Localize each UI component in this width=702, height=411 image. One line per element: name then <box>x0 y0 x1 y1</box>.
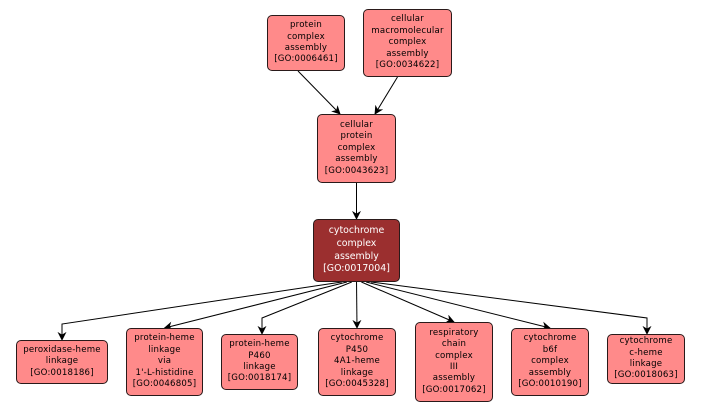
edge-GO0034622-to-GO0043623 <box>374 76 398 115</box>
node-label-line: complex <box>337 142 376 153</box>
node-label-line: linkage <box>243 362 276 372</box>
edge-GO0006461-to-GO0043623 <box>297 70 341 115</box>
node-label-line: via <box>157 356 172 367</box>
node-label-line: c-heme <box>629 347 663 358</box>
node-label-line: complex <box>531 356 569 367</box>
edge-GO0017004-to-GO0046805 <box>163 281 348 331</box>
node-label-line: [GO:0018186] <box>30 367 94 378</box>
edge-GO0017004-to-GO0018186 <box>57 281 342 341</box>
node-label-line: [GO:0018063] <box>614 370 678 381</box>
node-label-line: [GO:0046805] <box>132 379 197 390</box>
node-label-line: assembly <box>386 48 429 59</box>
node-label-line: linkage <box>340 367 374 378</box>
node-label-line: assembly <box>284 43 328 53</box>
node-label-line: protein-heme <box>134 333 195 344</box>
node-label-line: assembly <box>528 367 572 378</box>
node-label-line: complex <box>336 237 377 249</box>
node-label-line: cytochrome <box>619 336 673 347</box>
node-label-line: complex <box>388 37 427 48</box>
node-label-line: protein <box>340 131 373 142</box>
node-label-line: assembly <box>432 373 476 384</box>
node-label-line: cytochrome <box>328 224 385 236</box>
node-label-line: [GO:0043623] <box>324 165 389 176</box>
node-label-line: [GO:0017004] <box>323 263 390 275</box>
node-label-line: [GO:0018174] <box>227 373 292 384</box>
node-label-line: chain <box>441 339 467 350</box>
node-label-line: [GO:0045328] <box>325 379 389 390</box>
node-label-line: [GO:0010190] <box>518 379 582 390</box>
node-label-line: linkage <box>148 344 181 355</box>
edge-GO0017004-to-GO0010190 <box>366 281 551 331</box>
node-label-line: 4A1-heme <box>334 356 380 367</box>
node-label-line: protein-heme <box>229 339 290 350</box>
node-label-line: b6f <box>542 344 558 355</box>
node-label-line: cytochrome <box>523 333 577 344</box>
node-label-line: peroxidase-heme <box>23 344 101 355</box>
node-label-line: [GO:0017062] <box>422 384 486 395</box>
edge-GO0017004-to-GO0018063 <box>370 281 652 335</box>
edge-GO0017004-to-GO0017062 <box>361 281 455 323</box>
node-label-line: cellular <box>339 119 374 130</box>
node-label-line: linkage <box>45 356 79 367</box>
node-label-line: III <box>449 362 459 372</box>
node-label-line: linkage <box>629 359 663 369</box>
node-label-line: respiratory <box>429 327 479 338</box>
node-label-line: cellular <box>390 14 425 25</box>
node-label-line: protein <box>290 20 322 31</box>
node-label-line: P450 <box>345 344 369 355</box>
node-label-line: cytochrome <box>330 333 384 344</box>
node-label-line: macromolecular <box>371 25 444 36</box>
node-label-line: complex <box>435 350 473 361</box>
node-label-line: [GO:0034622] <box>375 60 440 71</box>
node-label-line: assembly <box>335 154 378 165</box>
edge-GO0017004-to-GO0018174 <box>257 281 352 335</box>
node-label-line: assembly <box>334 250 379 262</box>
node-label-line: P460 <box>248 350 271 361</box>
node-label-line: complex <box>287 31 325 42</box>
node-label-line: 1'-L-histidine <box>135 367 194 378</box>
node-label-line: [GO:0006461] <box>274 54 338 65</box>
